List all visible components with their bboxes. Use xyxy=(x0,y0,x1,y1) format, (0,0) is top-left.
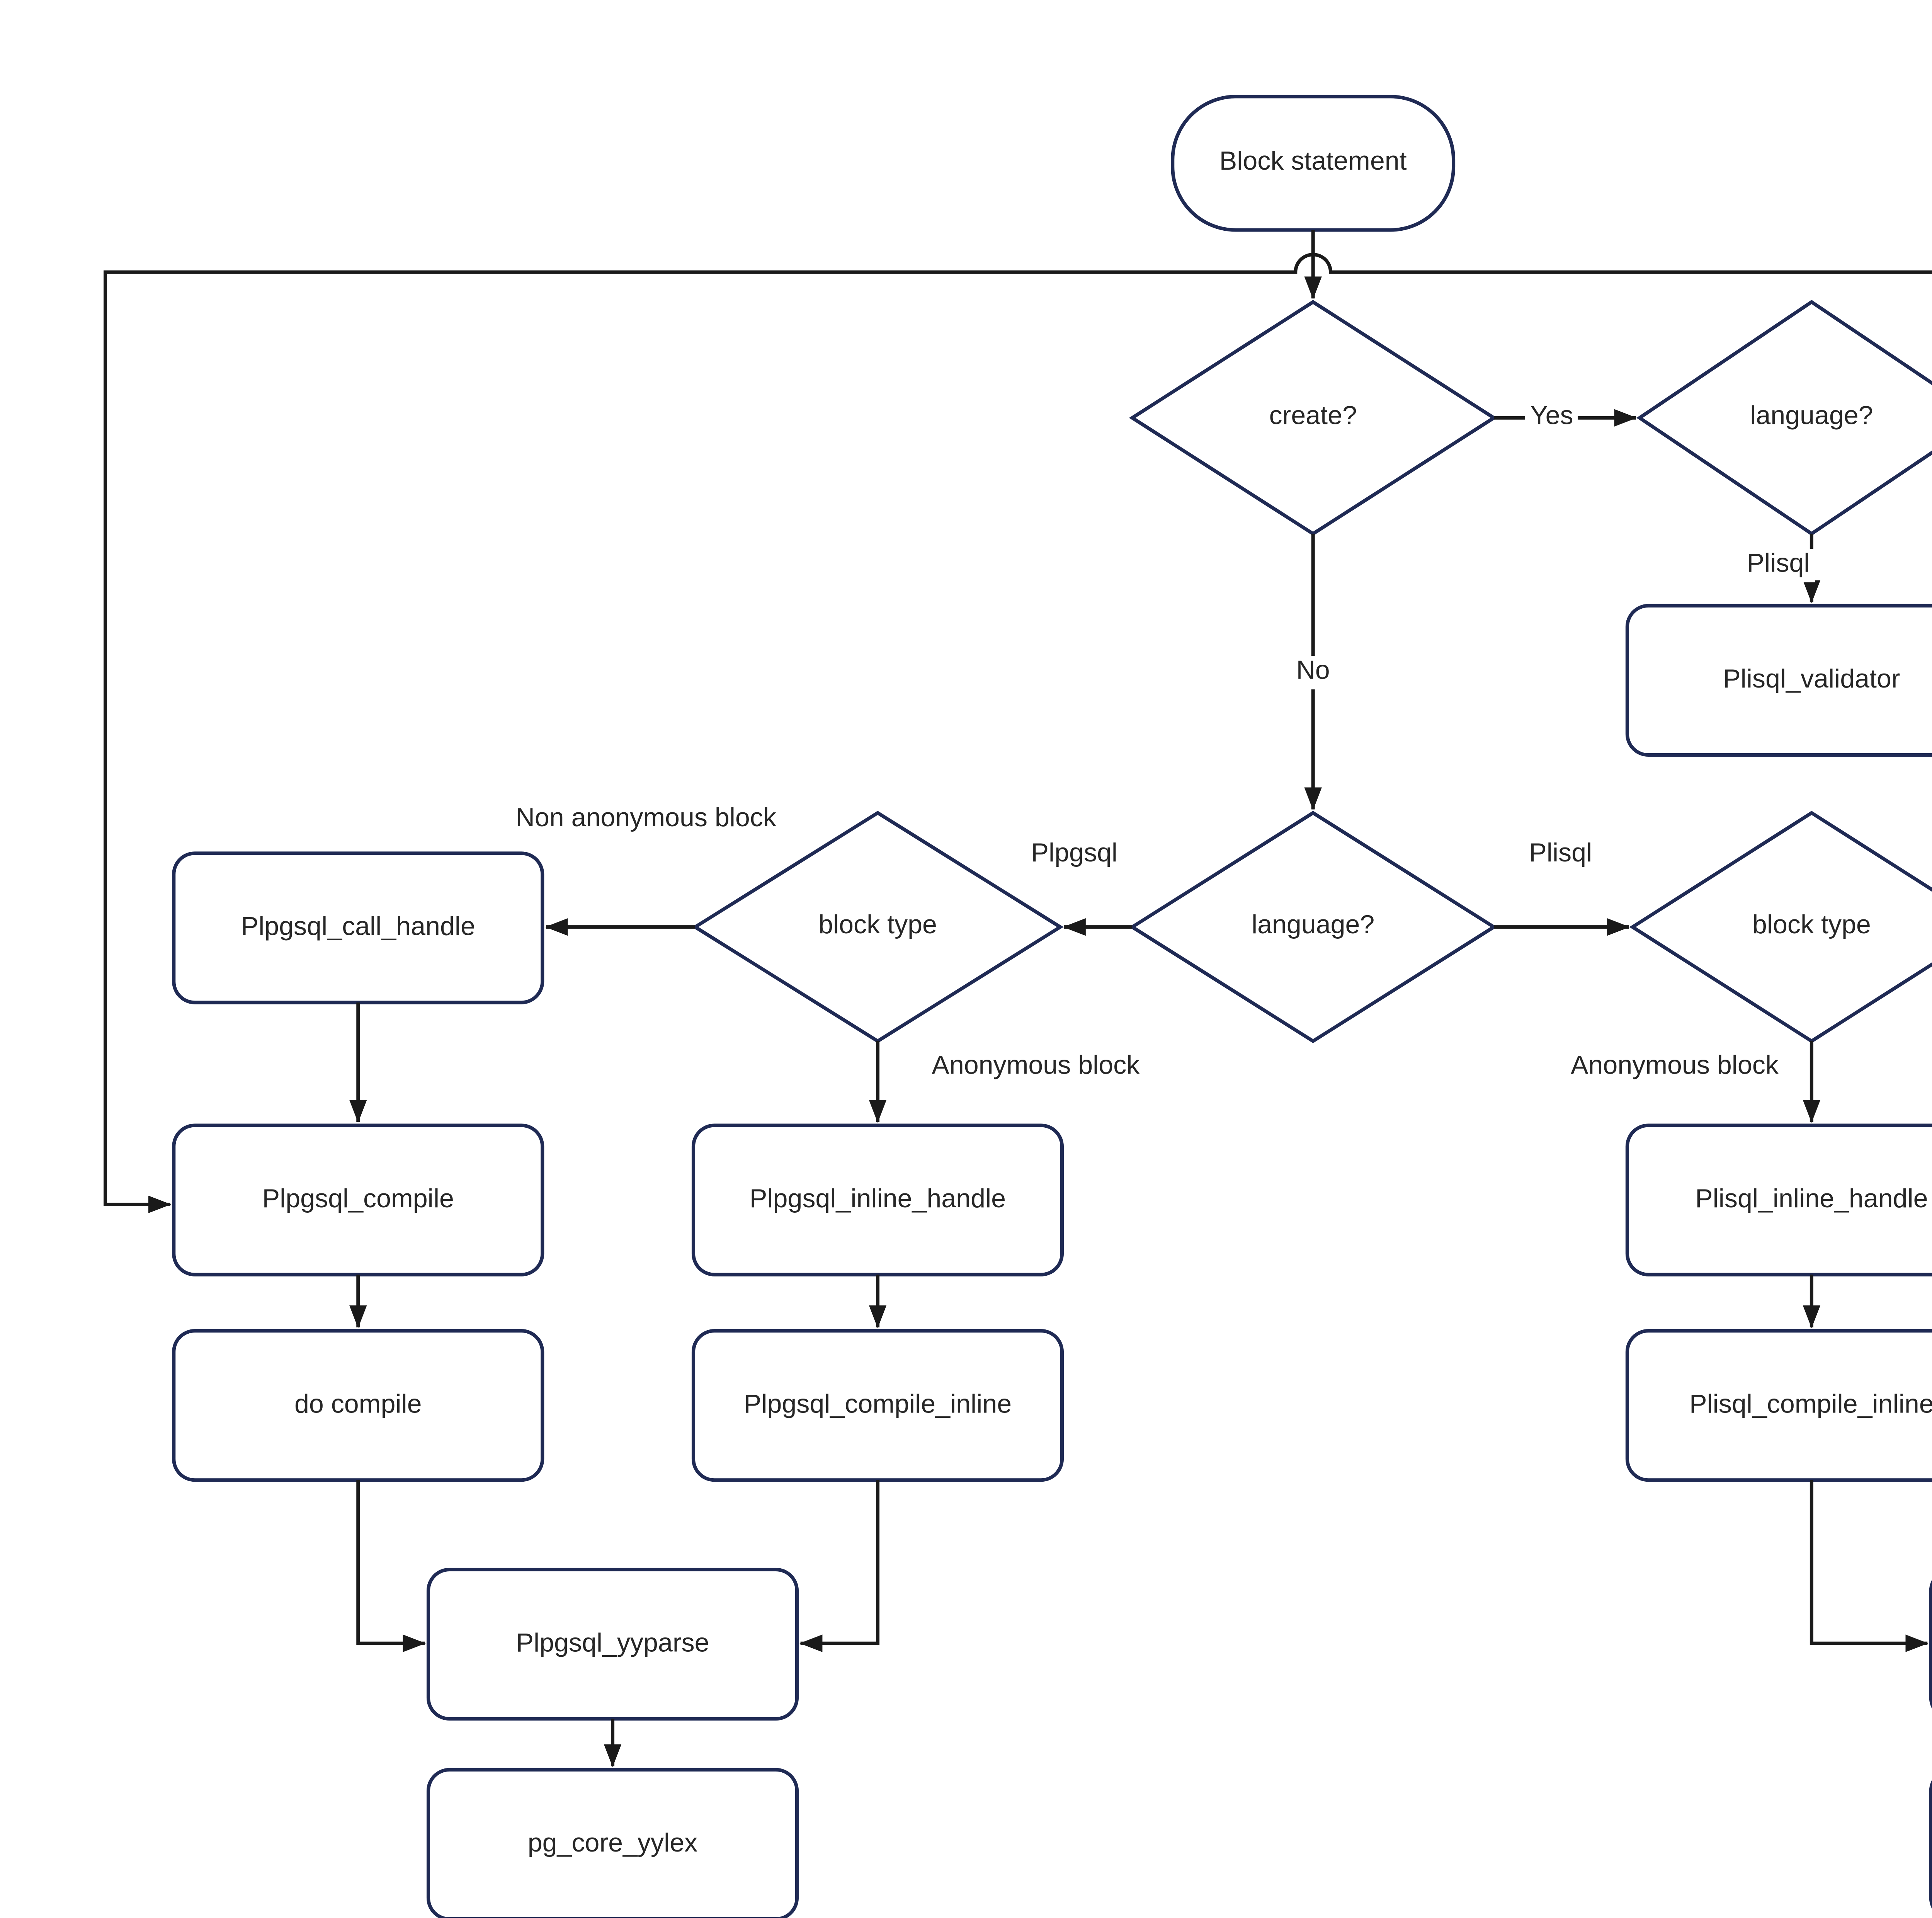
edge-label-anonymous-right: Anonymous block xyxy=(1565,1051,1784,1084)
node-label-plpgsql-inline-handle: Plpgsql_inline_handle xyxy=(749,1184,1006,1215)
node-label-plisql-inline-handle: Plisql_inline_handle xyxy=(1695,1184,1928,1215)
node-label-language-center: language? xyxy=(1251,910,1375,941)
block-type-right-decision-shape xyxy=(1629,811,1932,1043)
node-label-plpgsql-compile: Plpgsql_compile xyxy=(262,1184,454,1215)
edge-label-plisql-top: Plisql xyxy=(1741,549,1815,582)
edge-label-non-anonymous-left: Non anonymous block xyxy=(515,803,776,834)
edge-label-no: No xyxy=(1291,656,1335,689)
plisql-yyparse-shape xyxy=(1929,1579,1932,1709)
edge-plisql-compile-inline-to-yyparse xyxy=(1810,1480,1929,1652)
pg-core-yylex-shape xyxy=(426,1768,799,1918)
node-label-plpgsql-compile-inline: Plpgsql_compile_inline xyxy=(743,1390,1012,1420)
node-label-plisql-validator: Plisql_validator xyxy=(1723,665,1900,695)
node-label-block-type-right: block type xyxy=(1752,910,1871,941)
edge-label-yes: Yes xyxy=(1525,401,1579,434)
plisql-validator-shape xyxy=(1625,604,1932,757)
node-label-language-top: language? xyxy=(1750,401,1873,431)
node-label-plpgsql-yyparse: Plpgsql_yyparse xyxy=(516,1629,709,1659)
node-label-plpgsql-call-handle: Plpgsql_call_handle xyxy=(241,912,475,942)
language-center-decision-shape xyxy=(1129,811,1497,1043)
edge-label-anonymous-left: Anonymous block xyxy=(926,1051,1145,1084)
node-label-block-statement: Block statement xyxy=(1219,146,1407,177)
ora-core-yylex-shape xyxy=(1929,1780,1932,1909)
node-label-block-type-left: block type xyxy=(818,910,937,941)
node-label-do-compile-left: do compile xyxy=(294,1390,422,1420)
edge-label-plisql-center: Plisql xyxy=(1524,838,1597,872)
edge-label-plpgsql-center: Plpgsql xyxy=(1026,838,1123,872)
node-label-plisql-compile-inline: Plisql_compile_inline xyxy=(1689,1390,1932,1420)
node-label-create: create? xyxy=(1269,401,1357,431)
block-type-left-decision-shape xyxy=(692,811,1064,1043)
edge-plpgsql-compile-inline-to-yyparse xyxy=(799,1480,880,1652)
edge-branch-validator-and-compile-with-bridge xyxy=(104,253,1932,1213)
edge-do-compile-left-to-plpgsql-yyparse xyxy=(356,1480,426,1652)
node-label-pg-core-yylex: pg_core_yylex xyxy=(527,1829,698,1859)
